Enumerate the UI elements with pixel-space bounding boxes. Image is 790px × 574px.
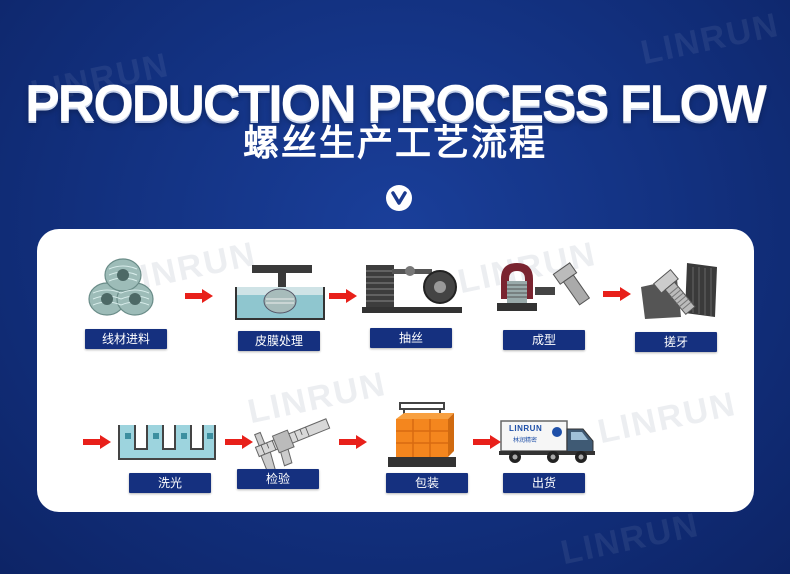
- process-panel: LINRUN LINRUN LINRUN LINRUN 线材进料 皮膜处理: [37, 229, 754, 512]
- step-label: 洗光: [129, 473, 211, 493]
- forming-die-icon: [497, 262, 591, 311]
- step-label: 出货: [503, 473, 585, 493]
- step-label: 检验: [237, 469, 319, 489]
- arrow-right-icon: [83, 435, 111, 449]
- truck-logo-cn: 林润精密: [513, 437, 538, 444]
- caliper-icon: [254, 418, 331, 469]
- truck-logo-text: LINRUN: [509, 424, 543, 433]
- title-chinese: 螺丝生产工艺流程: [242, 123, 547, 164]
- step-label: 皮膜处理: [238, 331, 320, 351]
- step-label: 搓牙: [635, 332, 717, 352]
- arrow-right-icon: [329, 289, 357, 303]
- wire-drawing-machine-icon: [362, 265, 462, 313]
- arrow-right-icon: [339, 435, 367, 449]
- arrow-right-icon: [603, 287, 631, 301]
- delivery-truck-icon: LINRUN 林润精密: [499, 419, 597, 465]
- watermark: LINRUN: [637, 5, 783, 73]
- arrow-right-icon: [473, 435, 501, 449]
- package-box-icon: [388, 402, 456, 467]
- watermark: LINRUN: [594, 384, 740, 452]
- step-label: 抽丝: [370, 328, 452, 348]
- coating-tank-icon: [235, 265, 325, 320]
- washing-tank-icon: [118, 425, 216, 460]
- chevron-down-icon: [386, 185, 412, 211]
- arrow-right-icon: [225, 435, 253, 449]
- title-english: PRODUCTION PROCESS FLOW: [25, 75, 767, 133]
- wire-coil-icon: [88, 258, 154, 316]
- step-label: 线材进料: [85, 329, 167, 349]
- arrow-right-icon: [185, 289, 213, 303]
- step-label: 成型: [503, 330, 585, 350]
- step-label: 包装: [386, 473, 468, 493]
- thread-rolling-icon: [641, 263, 717, 319]
- watermark: LINRUN: [557, 505, 703, 573]
